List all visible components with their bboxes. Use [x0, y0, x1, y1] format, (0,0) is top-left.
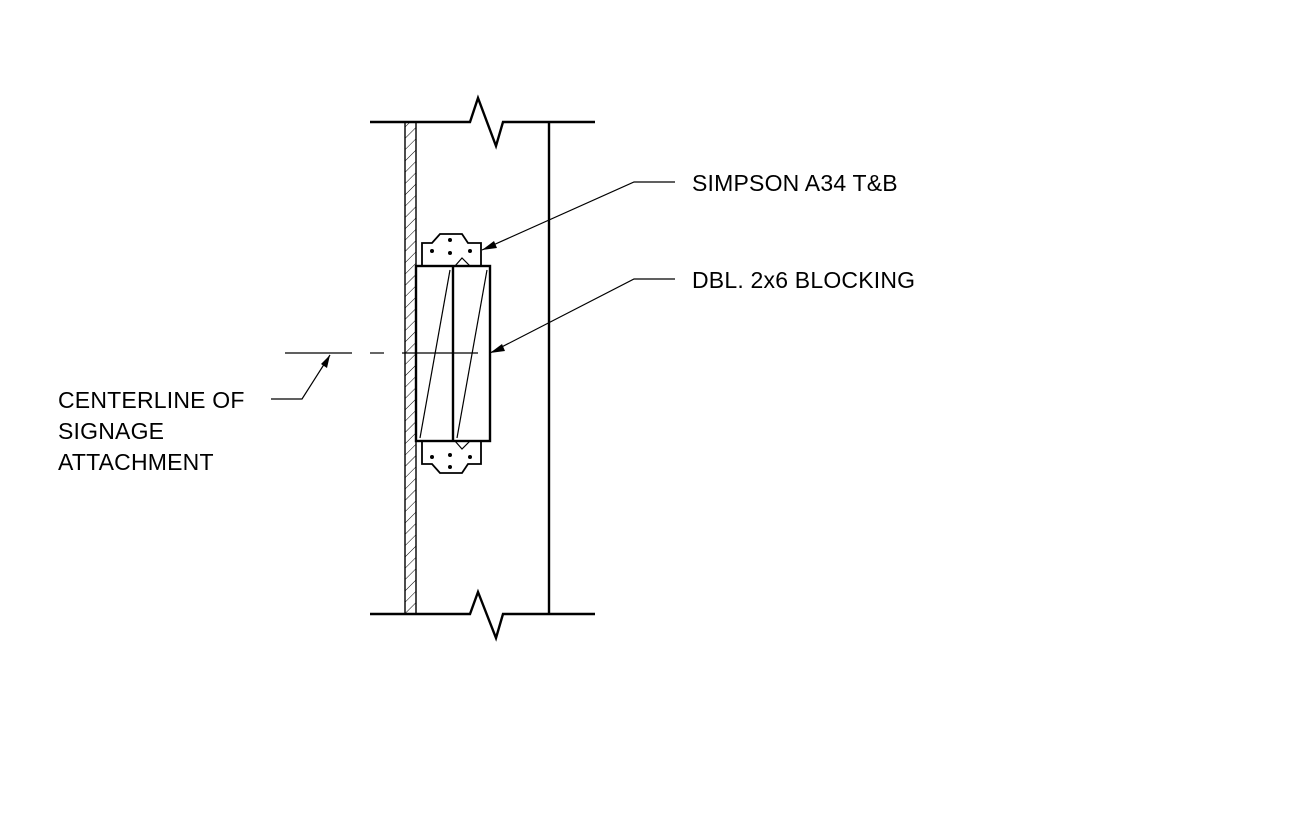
leader-connector	[481, 181, 675, 251]
gypsum-board	[404, 121, 417, 615]
wall-section	[370, 94, 595, 642]
connector-label: SIMPSON A34 T&B	[692, 170, 898, 196]
top-clip	[421, 233, 482, 266]
bottom-break-line	[370, 588, 595, 642]
leader-centerline	[271, 354, 331, 400]
leader-blocking	[489, 278, 675, 354]
blocking-label: DBL. 2x6 BLOCKING	[692, 267, 915, 293]
top-break-line	[370, 94, 595, 150]
centerline-label-line-2: SIGNAGE	[58, 418, 164, 444]
centerline-label-line-3: ATTACHMENT	[58, 449, 214, 475]
centerline-label-line-1: CENTERLINE OF	[58, 387, 245, 413]
bottom-clip	[421, 441, 482, 474]
centerline-label: CENTERLINE OF SIGNAGE ATTACHMENT	[58, 387, 251, 475]
